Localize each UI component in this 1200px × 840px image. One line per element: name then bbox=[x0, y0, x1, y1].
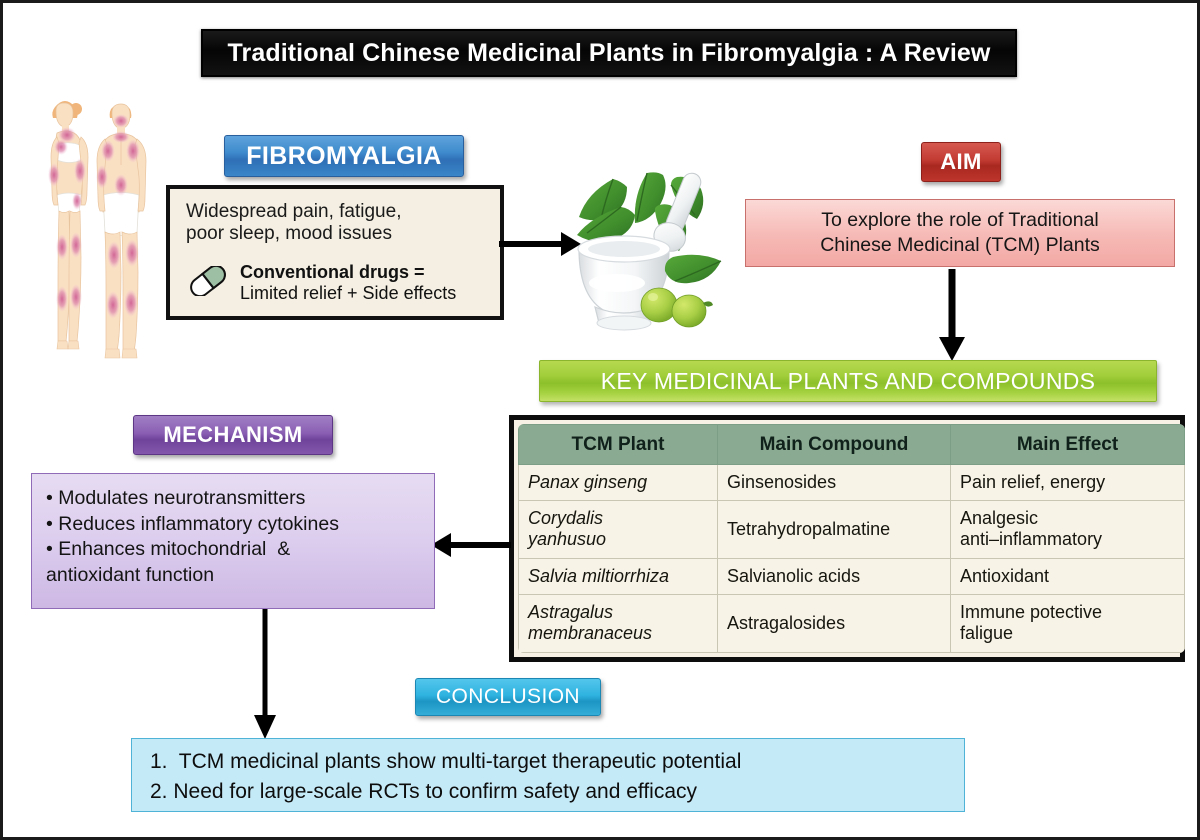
key-plants-banner: KEY MEDICINAL PLANTS AND COMPOUNDS bbox=[539, 360, 1157, 402]
page-title: Traditional Chinese Medicinal Plants in … bbox=[201, 29, 1017, 77]
fibromyalgia-description-box: Widespread pain, fatigue, poor sleep, mo… bbox=[166, 185, 504, 320]
aim-line-1: To explore the role of Traditional bbox=[821, 209, 1099, 232]
key-plants-banner-label: KEY MEDICINAL PLANTS AND COMPOUNDS bbox=[600, 367, 1096, 394]
arrow-aim-to-key-plants bbox=[935, 269, 969, 361]
page-title-text: Traditional Chinese Medicinal Plants in … bbox=[227, 38, 991, 67]
aim-description-box: To explore the role of Traditional Chine… bbox=[745, 199, 1175, 267]
conclusion-item: 2. Need for large-scale RCTs to confirm … bbox=[150, 779, 698, 803]
fibromyalgia-tender-points-figures bbox=[17, 87, 177, 407]
arrow-table-to-mechanism bbox=[431, 529, 511, 561]
table-header-row: TCM Plant Main Compound Main Effect bbox=[518, 424, 1185, 465]
table-row: Corydalis yanhusuo Tetrahydropalmatine A… bbox=[518, 499, 1185, 559]
cell-effect: Pain relief, energy bbox=[950, 464, 1185, 501]
conclusion-item: 1. TCM medicinal plants show multi-targe… bbox=[150, 750, 742, 773]
table-row: Astragalus membranaceus Astragalosides I… bbox=[518, 593, 1185, 653]
fibromyalgia-badge: FIBROMYALGIA bbox=[224, 135, 464, 177]
mortar-and-pestle-herbs-icon bbox=[551, 171, 737, 337]
cell-compound: Tetrahydropalmatine bbox=[717, 499, 951, 559]
arrow-fibromyalgia-to-mortar bbox=[499, 227, 581, 261]
fibromyalgia-symptom-line-1: Widespread pain, fatigue, bbox=[186, 201, 402, 222]
mechanism-description-box: • Modulates neurotransmitters • Reduces … bbox=[31, 473, 435, 609]
mechanism-badge: MECHANISM bbox=[133, 415, 333, 455]
cell-plant: Salvia miltiorrhiza bbox=[518, 557, 718, 595]
fibromyalgia-badge-label: FIBROMYALGIA bbox=[246, 141, 442, 170]
column-header-main-effect: Main Effect bbox=[950, 424, 1185, 465]
conventional-drugs-text: Conventional drugs = Limited relief + Si… bbox=[240, 262, 456, 305]
cell-effect: Analgesic anti–inflammatory bbox=[950, 499, 1185, 559]
arrow-mechanism-to-conclusion bbox=[248, 609, 282, 739]
mechanism-badge-label: MECHANISM bbox=[163, 422, 303, 447]
fibromyalgia-symptom-line-2: poor sleep, mood issues bbox=[186, 223, 392, 245]
mechanism-item: • Reduces inflammatory cytokines bbox=[46, 512, 339, 535]
aim-line-2: Chinese Medicinal (TCM) Plants bbox=[820, 234, 1100, 256]
table-row: Salvia miltiorrhiza Salvianolic acids An… bbox=[518, 557, 1185, 595]
cell-plant: Panax ginseng bbox=[518, 464, 718, 501]
column-header-main-compound: Main Compound bbox=[717, 424, 951, 465]
cell-effect: Antioxidant bbox=[950, 557, 1185, 595]
cell-compound: Ginsenosides bbox=[717, 464, 951, 501]
capsule-icon bbox=[186, 264, 230, 301]
cell-compound: Salvianolic acids bbox=[717, 557, 951, 595]
aim-text: To explore the role of Traditional Chine… bbox=[820, 208, 1100, 258]
table-row: Panax ginseng Ginsenosides Pain relief, … bbox=[518, 464, 1185, 501]
mechanism-item: • Enhances mitochondrial & bbox=[46, 538, 291, 561]
mechanism-item: antioxidant function bbox=[46, 564, 215, 587]
conclusion-badge: CONCLUSION bbox=[415, 678, 601, 716]
conventional-drugs-detail: Limited relief + Side effects bbox=[240, 283, 457, 304]
mechanism-item: • Modulates neurotransmitters bbox=[46, 487, 306, 509]
conclusion-box: 1. TCM medicinal plants show multi-targe… bbox=[131, 738, 965, 812]
column-header-tcm-plant: TCM Plant bbox=[518, 424, 718, 465]
conventional-drugs-heading: Conventional drugs = bbox=[240, 261, 425, 282]
aim-badge-label: AIM bbox=[940, 149, 982, 174]
aim-badge: AIM bbox=[921, 142, 1001, 182]
cell-plant: Corydalis yanhusuo bbox=[518, 499, 718, 559]
tcm-plants-table: TCM Plant Main Compound Main Effect Pana… bbox=[518, 424, 1185, 653]
conclusion-badge-label: CONCLUSION bbox=[435, 685, 581, 708]
tcm-plants-table-container: TCM Plant Main Compound Main Effect Pana… bbox=[509, 415, 1185, 662]
cell-compound: Astragalosides bbox=[717, 593, 951, 653]
cell-plant: Astragalus membranaceus bbox=[518, 593, 718, 653]
cell-effect: Immune potective faligue bbox=[950, 593, 1185, 653]
